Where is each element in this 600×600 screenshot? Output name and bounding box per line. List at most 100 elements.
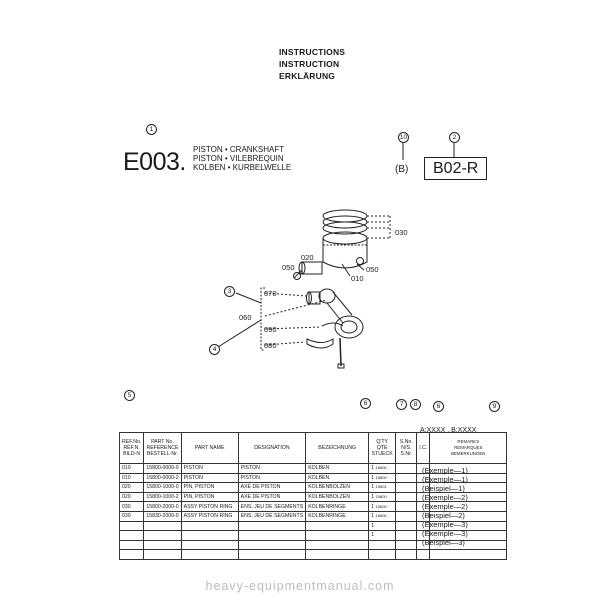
- cell-bezeichnung: KOLBENBOLZEN: [305, 491, 370, 503]
- sn-mark: 15601: [375, 484, 387, 490]
- part-label-090: 090: [264, 325, 277, 334]
- small-end-bushing: [308, 291, 321, 305]
- cell-part-name: PIN, PISTON: [180, 482, 239, 493]
- cell-qty: 1: [368, 520, 397, 532]
- con-rod-bolt: [339, 337, 342, 367]
- cell-qty: 1 15600: [368, 472, 397, 484]
- cell-bezeichnung: KOLBEN: [305, 463, 370, 474]
- cell-ref: 020: [118, 491, 145, 503]
- col-bezeichnung: BEZEICHNUNG: [305, 432, 370, 464]
- section-title-de: KOLBEN • KURBELWELLE: [193, 163, 292, 172]
- qty-mark: 1: [371, 474, 375, 481]
- cell-part-no: 15800-1000-2: [143, 491, 182, 503]
- example-3a: (Exemple—3): [422, 520, 468, 529]
- table-row: [118, 539, 508, 551]
- qty-mark: 1: [371, 513, 375, 520]
- header-line-3: ERKLÄRUNG: [279, 71, 336, 81]
- cell-ref: 030: [118, 501, 145, 512]
- section-title-fr: PISTON • VILEBREQUIN: [193, 154, 284, 163]
- callout-8: 8: [410, 399, 421, 410]
- cell-bezeichnung: KOLBEN: [305, 472, 370, 484]
- bearing-shell-upper: [321, 322, 344, 327]
- cell-ref: 010: [118, 472, 145, 484]
- cell-qty: 1 15600: [368, 501, 397, 512]
- qty-mark: 1: [371, 532, 375, 539]
- group-ref-code: B02-R: [424, 157, 488, 180]
- col-remarks: REMARKS REMARQUES BEMERKUNGEN: [429, 432, 508, 464]
- cell-designation: ENS. JEU DE SEGMENTS: [237, 510, 307, 522]
- example-2a: (Exemple—2): [422, 493, 468, 502]
- table-header-row: REF.No. RÉF.N. BILD-N PART No. REFERENCE…: [118, 432, 508, 464]
- callout-6: 6: [360, 398, 371, 409]
- part-label-050-left: 050: [282, 263, 295, 272]
- circlip-left: [293, 272, 301, 280]
- cell-part-no: 15800-1000-0: [143, 482, 182, 493]
- part-label-030: 030: [395, 228, 408, 237]
- cell-bezeichnung: KOLBENRINGE: [305, 510, 370, 522]
- cell-bezeichnung: KOLBENBOLZEN: [305, 482, 370, 493]
- example-2b: (Exemple—2): [422, 502, 468, 511]
- col-sn: S.No. N/S. S.Nr.: [395, 432, 418, 464]
- section-title-en: PISTON • CRANKSHAFT: [193, 145, 285, 154]
- part-label-060: 060: [239, 313, 252, 322]
- cell-part-no: 15800-0000-0: [143, 463, 182, 474]
- callout-9: 9: [489, 401, 500, 412]
- con-rod-big-end: [334, 315, 364, 339]
- con-rod-shank: [326, 291, 353, 324]
- cell-designation: PISTON: [237, 463, 307, 474]
- group-bracket: (B): [395, 164, 409, 175]
- part-label-080: 080: [264, 341, 277, 350]
- cell-sn: [395, 510, 418, 522]
- cell-part-no: 15800-0000-2: [143, 472, 182, 484]
- example-1c: (Beispiel—1): [422, 484, 465, 493]
- part-label-020: 020: [301, 253, 314, 262]
- col-designation: DESIGNATION: [237, 432, 307, 464]
- qty-mark: 1: [371, 484, 375, 491]
- sn-mark: 15600: [375, 503, 387, 509]
- cell-ref: 010: [118, 463, 145, 474]
- callout-3: 3: [224, 286, 235, 297]
- sn-mark: 15600: [375, 494, 387, 500]
- cell-sn: [395, 472, 418, 484]
- part-label-010: 010: [351, 274, 364, 283]
- applicability-code: A:XXXX , B:XXXX: [420, 427, 477, 434]
- sn-mark: 15600: [375, 474, 387, 480]
- cell-part-name: PISTON: [180, 463, 239, 474]
- sn-mark: 15600: [375, 513, 387, 519]
- qty-mark: 1: [371, 465, 375, 472]
- qty-mark: 1: [371, 494, 375, 501]
- con-rod-small-end: [318, 288, 336, 304]
- cell-designation: PISTON: [237, 472, 307, 484]
- col-qty: Q'TY QTE STUECK: [368, 432, 397, 464]
- cell-part-name: ASSY PISTON RING: [180, 510, 239, 522]
- circlip-right: [356, 257, 364, 265]
- footer-watermark: heavy-equipmentmanual.com: [205, 579, 395, 593]
- sn-mark: 15600: [375, 465, 387, 471]
- cell-designation: AXE DE PISTON: [237, 491, 307, 503]
- cell-qty: 1 15600: [368, 491, 397, 503]
- part-label-050-right: 050: [366, 265, 379, 274]
- cell-part-no: 15830-2000-0: [143, 510, 182, 522]
- qty-mark: 1: [371, 522, 375, 529]
- callout-6b: 6: [433, 401, 444, 412]
- cell-part-name: ASSY PISTON RING: [180, 501, 239, 512]
- part-label-070: 070: [264, 289, 277, 298]
- col-part-no: PART No. REFERENCE BESTELL-Nr.: [143, 432, 182, 464]
- header-line-2: INSTRUCTION: [279, 59, 340, 69]
- table-row: [118, 549, 508, 560]
- callout-5: 5: [124, 390, 135, 401]
- callout-7: 7: [396, 399, 407, 410]
- example-1b: (Exemple—1): [422, 475, 468, 484]
- example-3b: (Exemple—3): [422, 529, 468, 538]
- cell-bezeichnung: KOLBENRINGE: [305, 501, 370, 512]
- cell-ref: 020: [118, 482, 145, 493]
- cell-designation: AXE DE PISTON: [237, 482, 307, 493]
- cell-qty: 1 15601: [368, 482, 397, 493]
- bearing-shell-lower: [306, 338, 334, 349]
- cell-qty: 1: [368, 530, 397, 541]
- cell-part-name: PIN, PISTON: [180, 491, 239, 503]
- qty-mark: 1: [371, 503, 375, 510]
- cell-ref: 030: [118, 510, 145, 522]
- col-part-name: PART NAME: [180, 432, 239, 464]
